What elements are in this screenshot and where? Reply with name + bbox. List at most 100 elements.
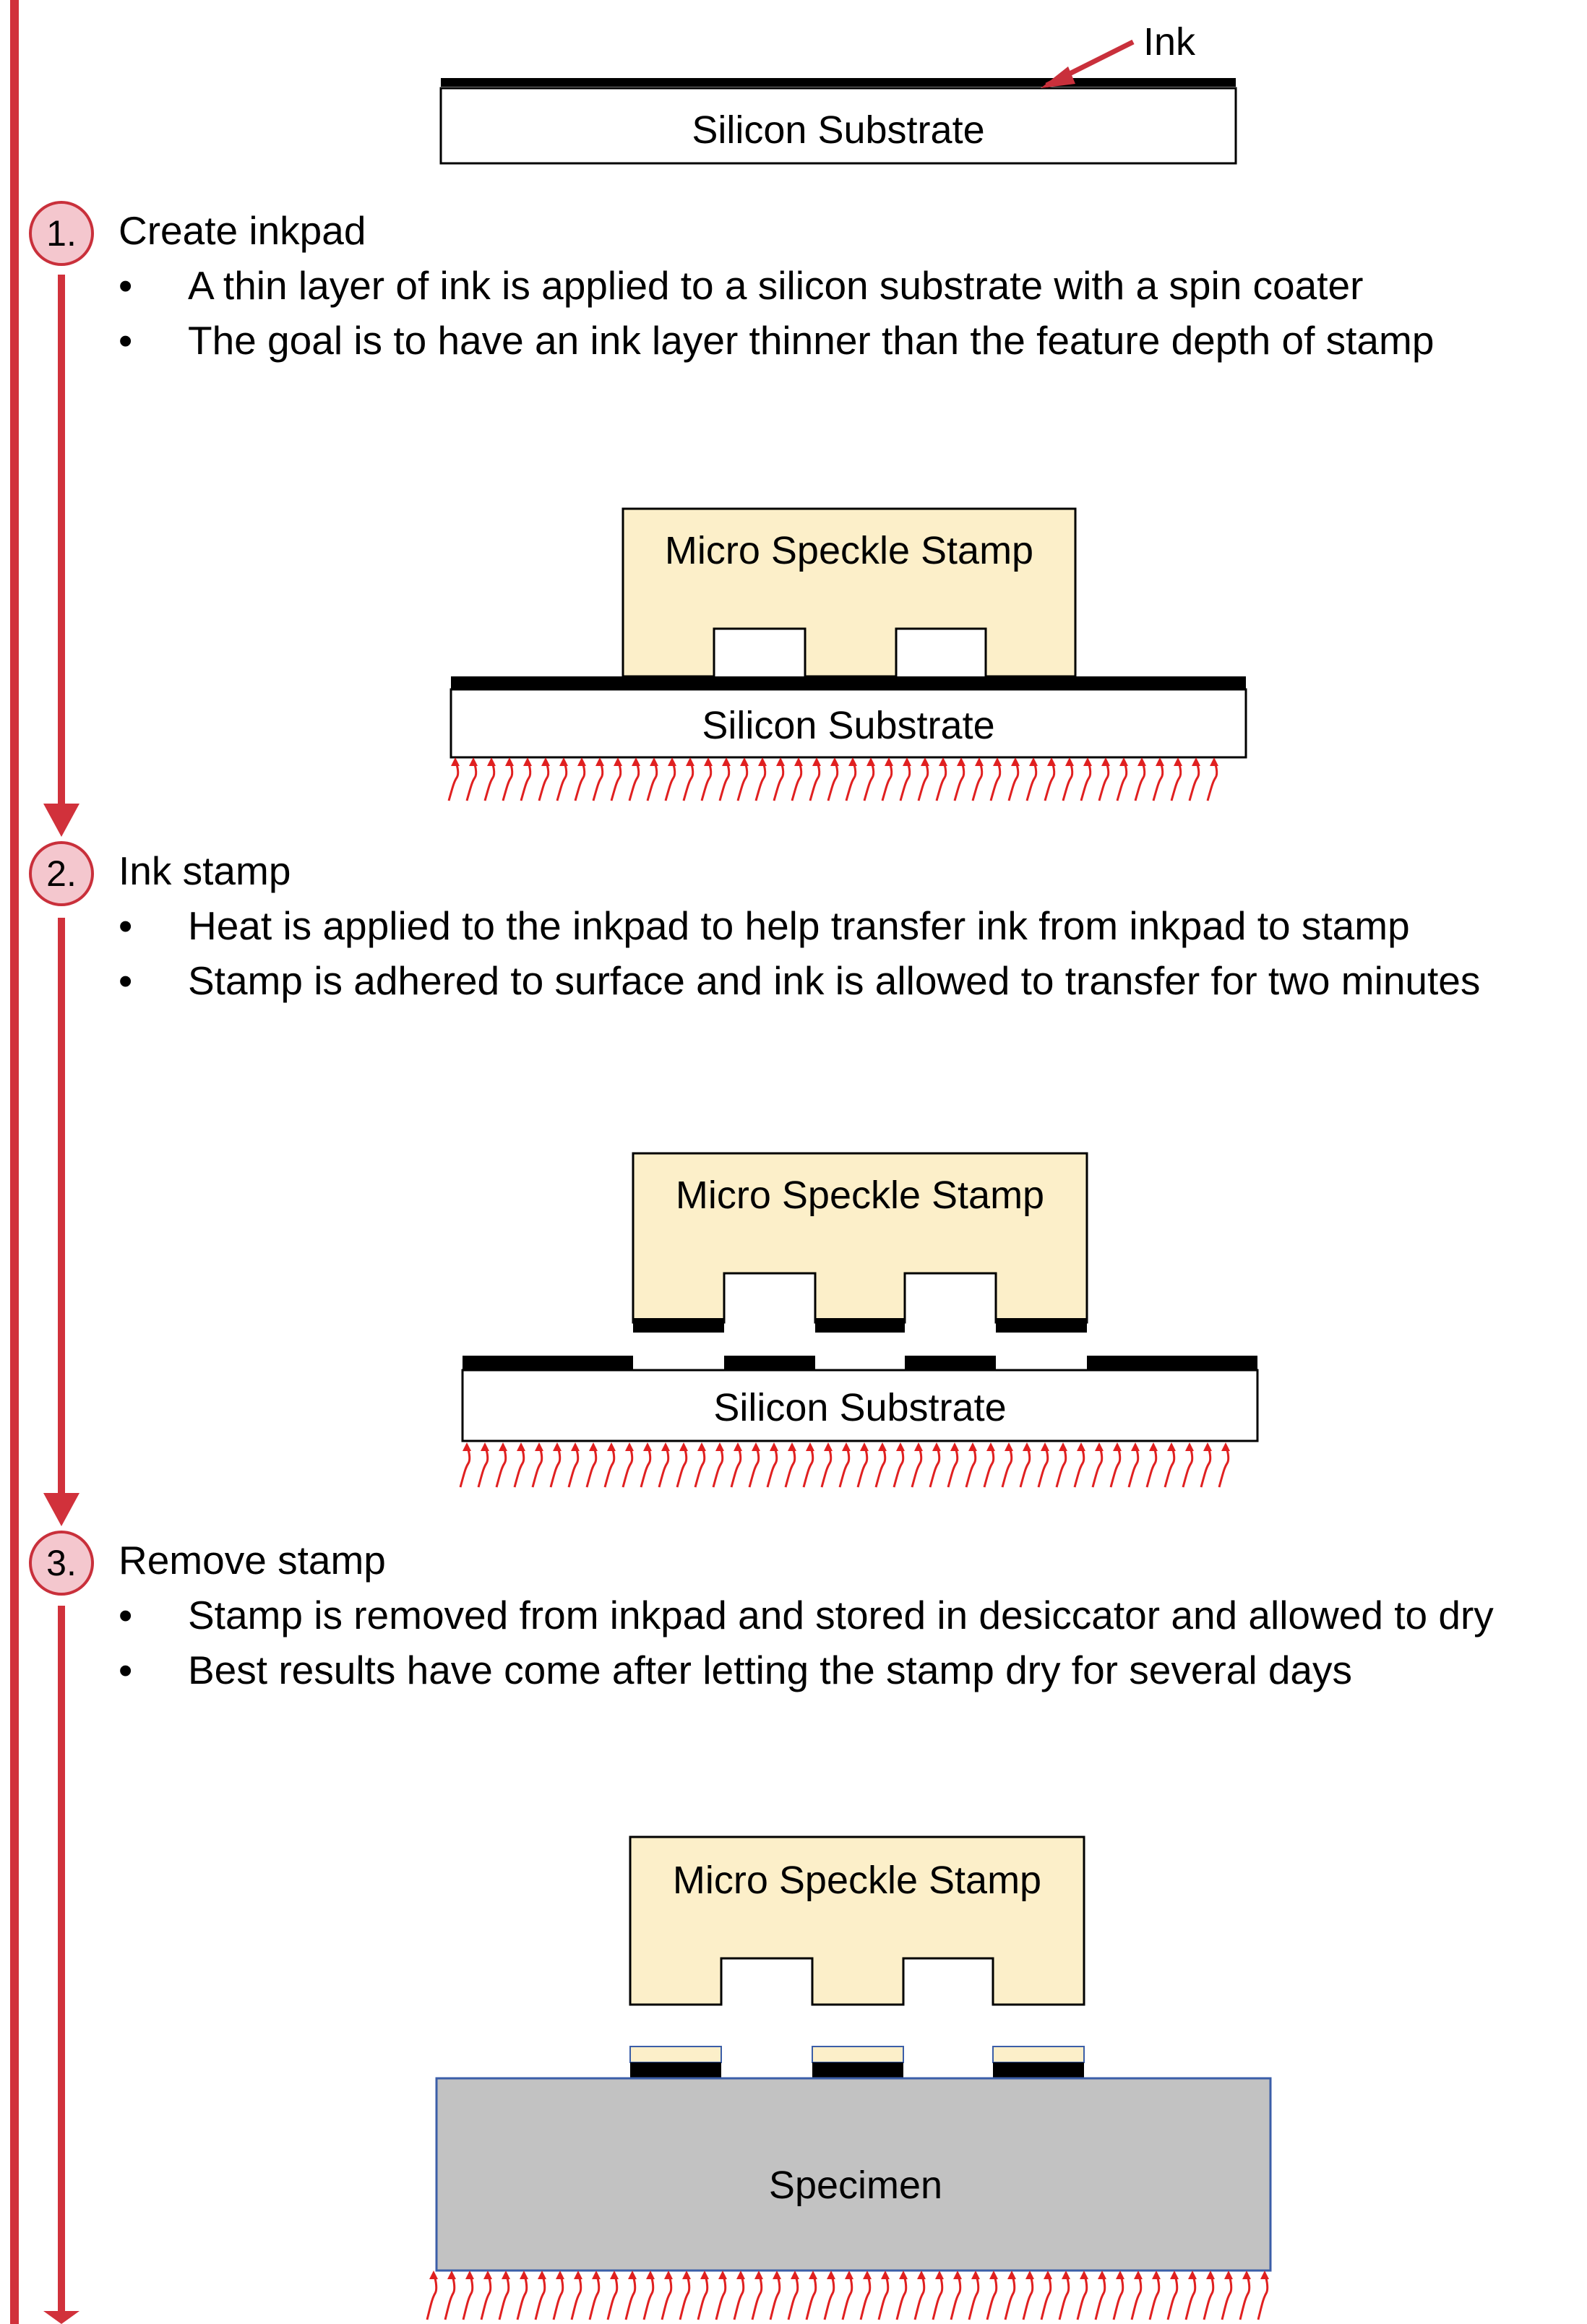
- heat-arrow: [697, 2273, 709, 2320]
- heat-arrowhead: [1044, 2271, 1052, 2279]
- heat-arrow: [534, 2273, 546, 2320]
- heat-arrowhead: [1080, 2271, 1088, 2279]
- heat-arrowhead: [523, 757, 532, 766]
- heat-arrow: [895, 2273, 908, 2320]
- heat-arrow: [1001, 1445, 1013, 1488]
- heat-arrow: [1170, 760, 1182, 801]
- timeline-line: [10, 0, 19, 2324]
- heat-arrow: [877, 2273, 890, 2320]
- heat-arrow: [718, 760, 731, 801]
- heat-arrow: [893, 1445, 905, 1488]
- heat-arrowhead: [1011, 757, 1020, 766]
- heat-arrow: [769, 2273, 781, 2320]
- step-number-badge: 1.: [29, 201, 94, 266]
- heat-arrowhead: [863, 2271, 872, 2279]
- heat-arrowhead: [752, 1442, 760, 1451]
- heat-arrow: [971, 760, 984, 801]
- heat-arrowhead: [734, 1442, 742, 1451]
- heat-arrow: [935, 760, 947, 801]
- heat-arrow: [606, 2273, 619, 2320]
- heat-arrowhead: [1221, 1442, 1230, 1451]
- heat-arrow: [1164, 1445, 1176, 1488]
- heat-arrow: [1022, 2273, 1034, 2320]
- heat-arrowhead: [975, 757, 984, 766]
- heat-arrowhead: [791, 2271, 799, 2279]
- heat-arrow: [856, 1445, 869, 1488]
- heat-arrow: [965, 1445, 977, 1488]
- transferred-feature-1: [629, 2046, 722, 2063]
- heat-arrowhead: [848, 757, 857, 766]
- heat-arrowhead: [903, 757, 911, 766]
- heat-arrowhead: [932, 1442, 941, 1451]
- heat-arrow: [1218, 1445, 1230, 1488]
- step-title: Ink stamp: [119, 848, 291, 893]
- heat-arrowhead: [559, 757, 568, 766]
- heat-arrow: [444, 2273, 456, 2320]
- remove-stamp-diagram: Micro Speckle Stamp Silicon Substrate: [459, 1152, 1259, 1488]
- heat-arrowhead: [505, 757, 514, 766]
- heat-arrow: [1182, 1445, 1194, 1488]
- heat-arrow: [567, 1445, 580, 1488]
- heat-arrow: [570, 2273, 582, 2320]
- heat-arrow: [986, 2273, 998, 2320]
- silicon-substrate-label: Silicon Substrate: [702, 704, 994, 747]
- heat-arrow: [730, 1445, 742, 1488]
- heat-arrowhead: [679, 1442, 688, 1451]
- heat-arrowhead: [541, 757, 550, 766]
- heat-arrowhead: [1098, 2271, 1106, 2279]
- heat-arrow: [700, 760, 713, 801]
- heat-arrowhead: [939, 757, 947, 766]
- heat-arrowhead: [1047, 757, 1056, 766]
- timeline-segment-2: [58, 918, 65, 1497]
- heat-arrow: [1073, 1445, 1085, 1488]
- bullet-symbol: •: [119, 1593, 133, 1637]
- heat-arrowhead: [740, 757, 749, 766]
- heat-arrow: [1040, 2273, 1052, 2320]
- heat-arrow: [953, 760, 965, 801]
- heat-arrowhead: [463, 1442, 471, 1451]
- inkpad-diagram: Silicon Substrate Ink: [439, 20, 1237, 165]
- heat-arrowhead: [429, 2271, 438, 2279]
- heat-arrow: [748, 1445, 760, 1488]
- heat-arrow: [968, 2273, 980, 2320]
- heat-arrowhead: [625, 1442, 634, 1451]
- heat-arrowhead: [1025, 2271, 1034, 2279]
- heat-arrowhead: [860, 1442, 869, 1451]
- heat-arrowhead: [953, 2271, 962, 2279]
- bullet-symbol: •: [119, 903, 133, 948]
- heat-arrow: [447, 760, 460, 801]
- heat-arrow: [1044, 760, 1056, 801]
- heat-arrow: [462, 2273, 474, 2320]
- heat-arrowhead: [481, 1442, 489, 1451]
- heat-arrowhead: [1242, 2271, 1251, 2279]
- heat-arrow: [823, 2273, 835, 2320]
- heat-arrow: [1206, 760, 1218, 801]
- heat-arrow: [1004, 2273, 1016, 2320]
- heat-arrowhead: [1156, 757, 1164, 766]
- heat-arrow: [610, 760, 622, 801]
- heat-arrowhead: [1041, 1442, 1049, 1451]
- heat-arrowhead: [794, 757, 803, 766]
- heat-arrow: [881, 760, 893, 801]
- heat-arrowhead: [577, 757, 586, 766]
- heat-arrowhead: [1131, 1442, 1140, 1451]
- heat-arrowhead: [574, 2271, 582, 2279]
- heat-arrow: [838, 1445, 851, 1488]
- heat-arrow: [585, 1445, 598, 1488]
- substrate-ink-2: [724, 1356, 815, 1370]
- heat-arrowhead: [957, 757, 965, 766]
- heat-arrow: [658, 1445, 670, 1488]
- heat-arrow: [929, 1445, 941, 1488]
- heat-arrow: [1076, 2273, 1088, 2320]
- heat-arrow: [426, 2273, 438, 2320]
- heat-arrowhead: [643, 1442, 652, 1451]
- heat-arrowhead: [1059, 1442, 1067, 1451]
- timeline-arrowhead-3: [43, 2311, 79, 2324]
- heat-arrowhead: [697, 1442, 706, 1451]
- heat-arrowhead: [592, 2271, 601, 2279]
- heat-arrow: [661, 2273, 673, 2320]
- heat-arrowhead: [776, 757, 785, 766]
- heat-arrow: [592, 760, 604, 801]
- heat-arrowhead: [1134, 2271, 1143, 2279]
- heat-arrowhead: [553, 1442, 562, 1451]
